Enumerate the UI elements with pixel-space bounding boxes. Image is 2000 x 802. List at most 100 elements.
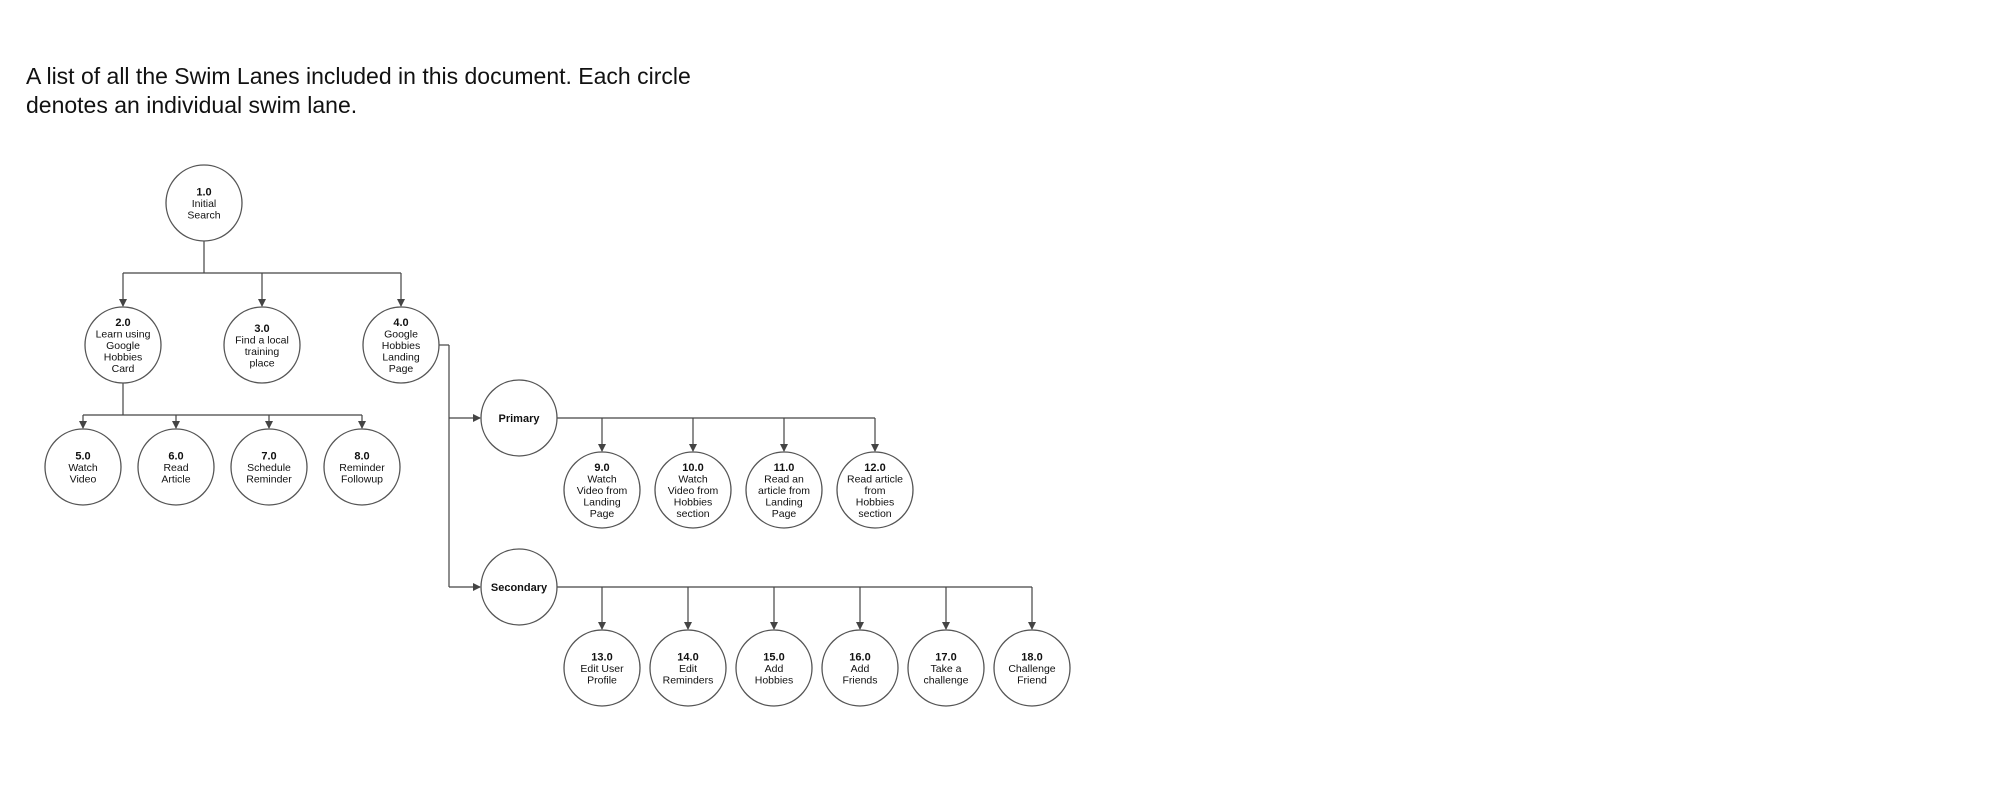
node-label-line: Video from <box>668 485 719 497</box>
lane-group-label: Primary <box>499 413 541 425</box>
node-label-line: Find a local <box>235 334 289 346</box>
node-circle <box>223 306 301 384</box>
node-circle <box>323 428 401 506</box>
node-label-line: place <box>249 357 274 369</box>
lane-group-label: Secondary <box>491 582 548 594</box>
node-circle <box>563 629 641 707</box>
node-number: 4.0 <box>393 317 408 329</box>
node-label-line: Profile <box>587 675 617 687</box>
node-label-line: Edit User <box>580 663 624 675</box>
node-number: 5.0 <box>75 451 90 463</box>
node-label-line: Edit <box>679 663 697 675</box>
node-label-line: Hobbies <box>382 340 421 352</box>
node-label-line: Challenge <box>1008 663 1055 675</box>
node-circle <box>137 428 215 506</box>
node-number: 1.0 <box>196 187 211 199</box>
node-number: 3.0 <box>254 323 269 335</box>
node-label-line: Landing <box>765 497 803 509</box>
node-number: 6.0 <box>168 451 183 463</box>
node-number: 11.0 <box>774 462 795 474</box>
node-label-line: section <box>858 508 891 520</box>
node-circle <box>993 629 1071 707</box>
node-label-line: Video <box>70 474 97 486</box>
node-label-line: Friend <box>1017 675 1047 687</box>
node-label-line: Schedule <box>247 462 291 474</box>
node-number: 7.0 <box>261 451 276 463</box>
node-label-line: article from <box>758 485 810 497</box>
node-label-line: Learn using <box>96 329 151 341</box>
node-number: 15.0 <box>763 652 784 664</box>
node-circle <box>165 164 243 242</box>
node-circle <box>362 306 440 384</box>
node-label-line: Video from <box>577 485 628 497</box>
node-label-line: Landing <box>583 497 621 509</box>
node-circle <box>44 428 122 506</box>
node-number: 8.0 <box>354 451 369 463</box>
node-number: 17.0 <box>935 652 956 664</box>
node-circle <box>654 451 732 529</box>
node-circle <box>735 629 813 707</box>
node-circle <box>907 629 985 707</box>
node-label-line: Search <box>187 210 220 222</box>
node-number: 2.0 <box>115 317 130 329</box>
node-label-line: Google <box>384 329 418 341</box>
node-circle <box>836 451 914 529</box>
node-label-line: training <box>245 346 280 358</box>
node-number: 14.0 <box>677 652 698 664</box>
node-label-line: Hobbies <box>755 675 794 687</box>
node-label-line: Initial <box>192 198 217 210</box>
node-circle <box>480 548 558 626</box>
node-label-line: Read an <box>764 474 804 486</box>
intro-text: A list of all the Swim Lanes included in… <box>26 62 786 120</box>
node-circle <box>649 629 727 707</box>
node-label-line: Followup <box>341 474 383 486</box>
swim-lane-node-secondary: Secondary <box>480 548 558 626</box>
node-circle <box>84 306 162 384</box>
node-label-line: Watch <box>587 474 617 486</box>
node-label-line: Page <box>772 508 797 520</box>
node-label-line: Reminder <box>339 462 385 474</box>
node-number: 9.0 <box>594 462 609 474</box>
node-label-line: Landing <box>382 352 420 364</box>
intro-line-2: denotes an individual swim lane. <box>26 92 358 118</box>
node-number: 13.0 <box>591 652 612 664</box>
node-label-line: Add <box>765 663 784 675</box>
node-circle <box>230 428 308 506</box>
node-number: 18.0 <box>1021 652 1042 664</box>
intro-line-1: A list of all the Swim Lanes included in… <box>26 63 691 89</box>
node-label-line: from <box>865 485 886 497</box>
node-circle <box>563 451 641 529</box>
node-label-line: Page <box>590 508 615 520</box>
node-circle <box>480 379 558 457</box>
node-label-line: Read article <box>847 474 903 486</box>
node-label-line: Watch <box>68 462 98 474</box>
node-label-line: Hobbies <box>856 497 895 509</box>
node-label-line: Hobbies <box>674 497 713 509</box>
node-label-line: Google <box>106 340 140 352</box>
node-number: 16.0 <box>849 652 870 664</box>
node-number: 12.0 <box>864 462 885 474</box>
node-label-line: Reminders <box>663 675 714 687</box>
node-number: 10.0 <box>682 462 703 474</box>
node-circle <box>821 629 899 707</box>
node-label-line: Reminder <box>246 474 292 486</box>
